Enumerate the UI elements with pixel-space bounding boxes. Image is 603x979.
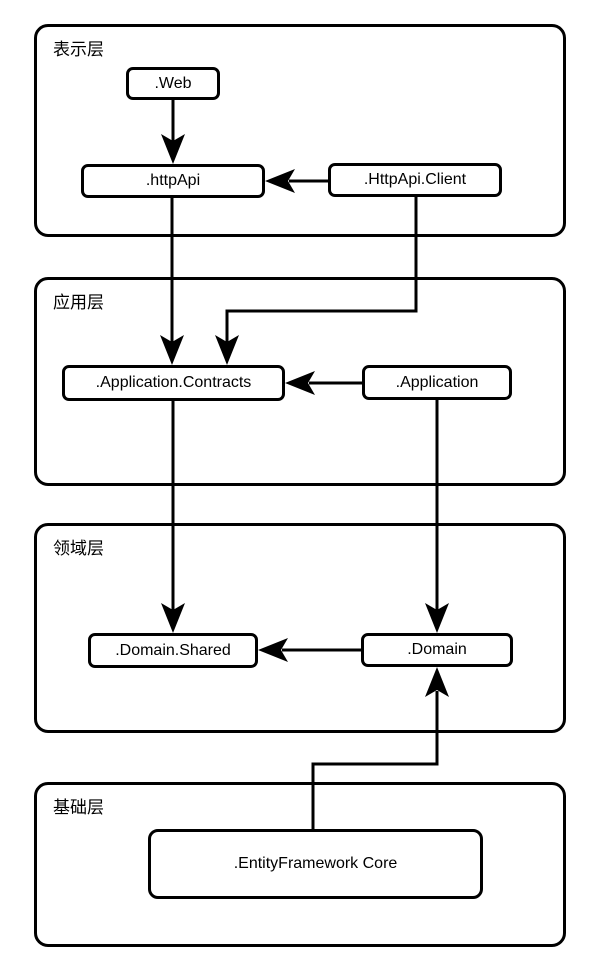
layer-domain-label: 领域层: [53, 539, 104, 558]
node-httpapi-client-label: .HttpApi.Client: [363, 171, 467, 188]
node-entityframework-core: .EntityFramework Core: [148, 829, 483, 899]
layer-application-label: 应用层: [53, 293, 104, 312]
layer-infrastructure-label: 基础层: [53, 798, 104, 817]
node-application: .Application: [362, 365, 512, 400]
layer-domain: 领域层: [34, 523, 566, 733]
node-entityframework-core-label: .EntityFramework Core: [233, 855, 398, 872]
node-httpapi: .httpApi: [81, 164, 265, 198]
node-httpapi-client: .HttpApi.Client: [328, 163, 502, 197]
node-httpapi-label: .httpApi: [145, 172, 201, 189]
layer-presentation-label: 表示层: [53, 40, 104, 59]
node-application-contracts-label: .Application.Contracts: [95, 374, 252, 391]
node-domain-shared: .Domain.Shared: [88, 633, 258, 668]
node-web: .Web: [126, 67, 220, 100]
node-domain-label: .Domain: [407, 641, 467, 658]
node-web-label: .Web: [154, 74, 192, 92]
node-domain-shared-label: .Domain.Shared: [115, 641, 231, 659]
layer-presentation: 表示层: [34, 24, 566, 237]
node-domain: .Domain: [361, 633, 513, 667]
node-application-contracts: .Application.Contracts: [62, 365, 285, 401]
node-application-label: .Application: [395, 373, 479, 391]
